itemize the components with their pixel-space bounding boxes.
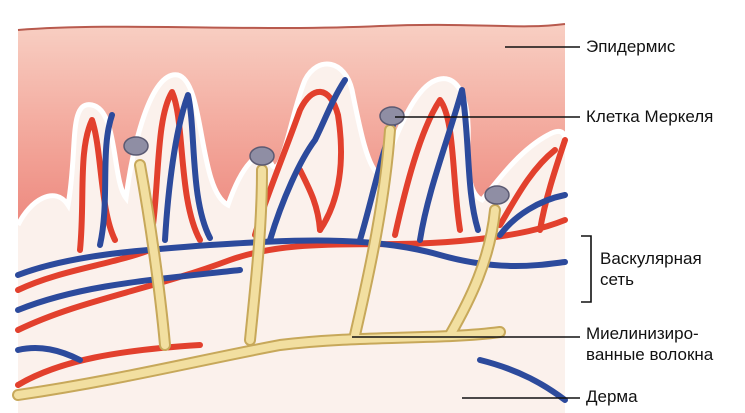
label-merkel-cell: Клетка Меркеля (586, 106, 713, 127)
label-myelinated-line2: ванные волокна (586, 344, 713, 365)
label-myelinated-fibers: Миелинизиро- ванные волокна (586, 323, 713, 365)
label-vascular-network: Васкулярная сеть (600, 248, 702, 290)
label-epidermis: Эпидермис (586, 36, 675, 57)
label-dermis: Дерма (586, 386, 638, 407)
merkel-cell (124, 137, 148, 155)
merkel-cell (380, 107, 404, 125)
label-myelinated-line1: Миелинизиро- (586, 323, 713, 344)
merkel-cell (250, 147, 274, 165)
label-vascular-line1: Васкулярная (600, 248, 702, 269)
vascular-bracket (581, 236, 591, 302)
label-vascular-line2: сеть (600, 269, 702, 290)
merkel-cell (485, 186, 509, 204)
